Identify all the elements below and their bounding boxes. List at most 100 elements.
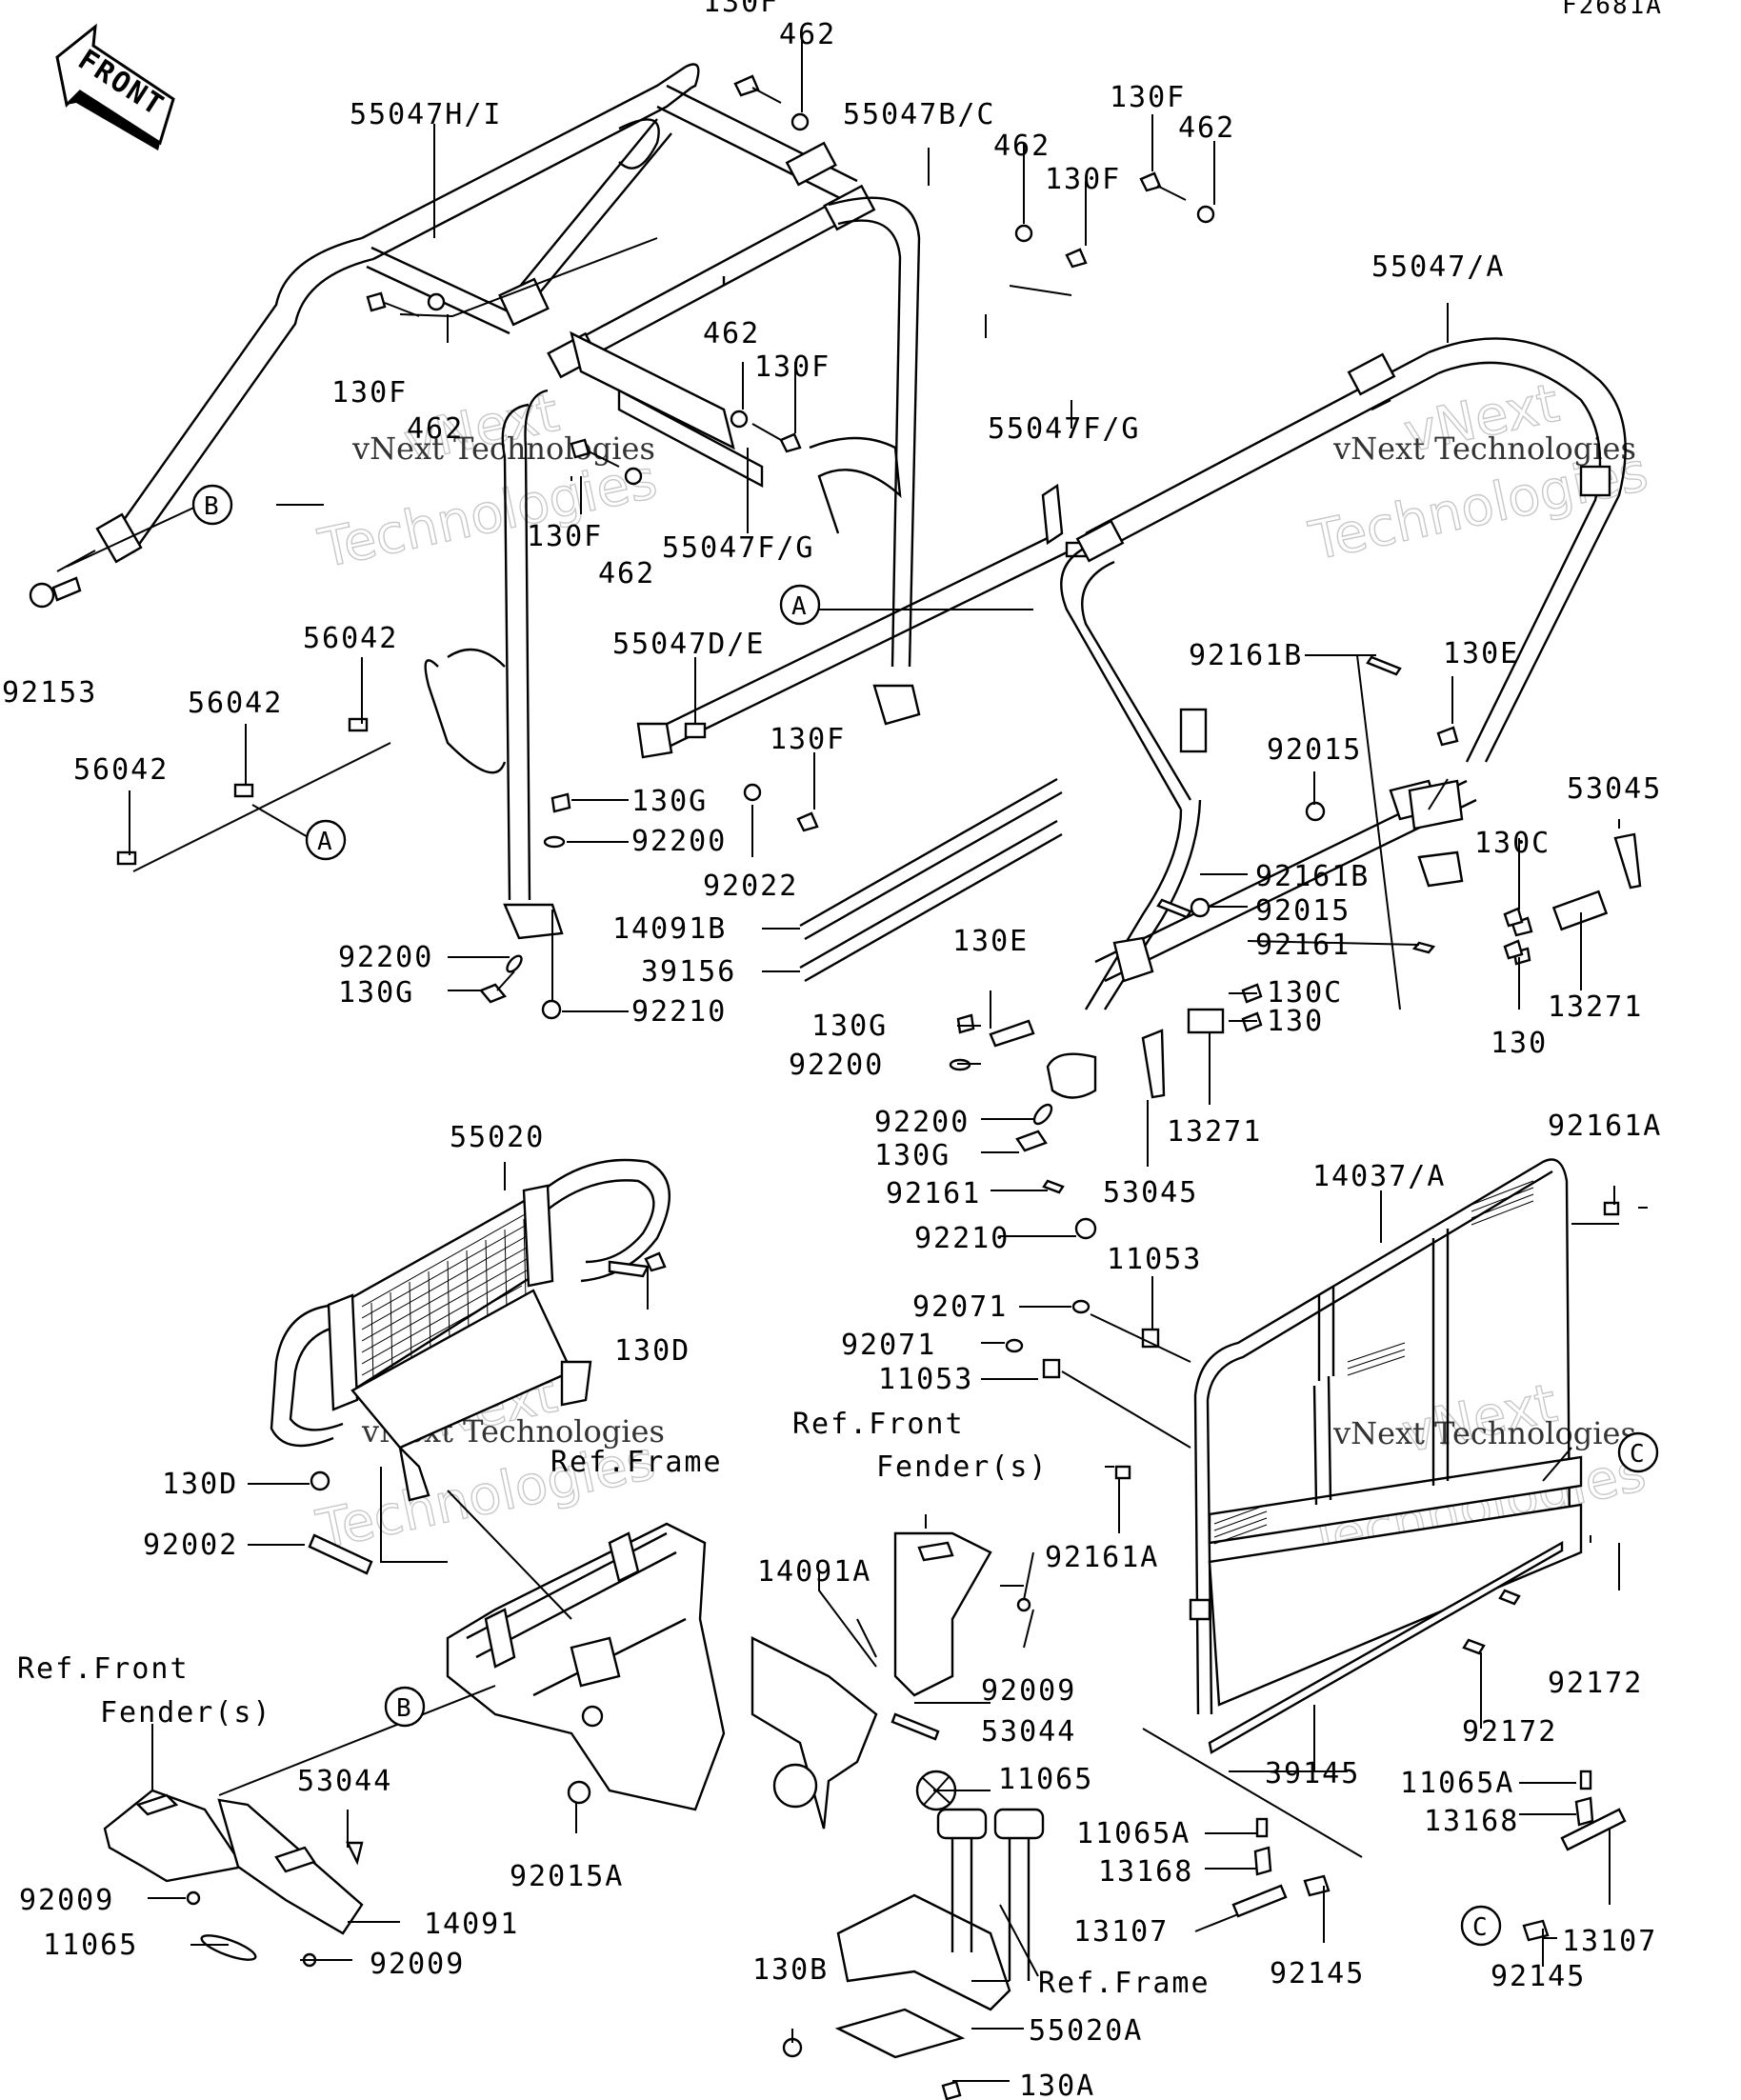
label-92015-b: 92015 <box>1255 894 1351 928</box>
label-92071-b: 92071 <box>841 1329 936 1362</box>
label-462-top: 462 <box>779 18 836 51</box>
label-92200-c: 92200 <box>789 1049 884 1082</box>
label-130G-d: 130G <box>874 1139 951 1172</box>
label-39145: 39145 <box>1265 1757 1360 1790</box>
label-462-a: 462 <box>1178 111 1235 145</box>
label-130B: 130B <box>752 1953 829 1987</box>
ref-frame-a: Ref.Frame <box>550 1446 723 1479</box>
label-130C-a: 130C <box>1474 827 1551 860</box>
label-130F-d: 130F <box>754 350 830 384</box>
watermark-text-2: vNext Technologies <box>1332 430 1636 467</box>
label-92145-b: 92145 <box>1491 1960 1586 1993</box>
label-13168-a: 13168 <box>1424 1805 1519 1838</box>
label-56042-a: 56042 <box>303 622 398 655</box>
label-92210-b: 92210 <box>914 1222 1010 1255</box>
label-130D-b: 130D <box>162 1468 238 1501</box>
label-130F-a: 130F <box>1110 81 1186 114</box>
label-92172-a: 92172 <box>1548 1667 1643 1700</box>
label-92172-b: 92172 <box>1462 1715 1557 1749</box>
label-92145-a: 92145 <box>1270 1957 1365 1990</box>
label-92210-a: 92210 <box>631 995 727 1029</box>
label-130F-c: 130F <box>331 376 408 410</box>
label-13271-a: 13271 <box>1548 990 1643 1024</box>
label-11065-a: 11065 <box>998 1763 1093 1796</box>
callout-C-bottom: C <box>1472 1913 1490 1942</box>
label-92009-b: 92009 <box>19 1884 114 1917</box>
label-92161-b: 92161 <box>886 1177 981 1210</box>
label-55047DE: 55047D/E <box>612 628 766 661</box>
label-92022: 92022 <box>703 870 798 903</box>
watermark-text-4: vNext Technologies <box>1332 1415 1636 1451</box>
roll-cage-front <box>56 63 1091 940</box>
callouts <box>191 484 1659 1947</box>
label-130E-a: 130E <box>1443 637 1519 670</box>
callout-A-left: A <box>317 828 334 856</box>
label-14091: 14091 <box>424 1908 519 1941</box>
label-53044-a: 53044 <box>981 1715 1076 1749</box>
label-53044-b: 53044 <box>297 1765 392 1798</box>
label-92200-a: 92200 <box>631 825 727 858</box>
label-14037A: 14037/A <box>1312 1160 1446 1193</box>
label-130F-b: 130F <box>1045 163 1121 196</box>
ref-front-fender-b-line1: Ref.Front <box>17 1652 190 1686</box>
callout-B-bottom: B <box>396 1694 413 1723</box>
label-130D-a: 130D <box>614 1334 690 1368</box>
ref-frame-b: Ref.Frame <box>1038 1967 1211 2000</box>
label-13271-b: 13271 <box>1167 1115 1262 1149</box>
label-92161A-b: 92161A <box>1045 1541 1159 1574</box>
label-92009-c: 92009 <box>370 1948 465 1981</box>
label-53045-a: 53045 <box>1567 772 1662 806</box>
label-39156: 39156 <box>641 955 736 989</box>
label-130-a: 130 <box>1491 1027 1548 1060</box>
label-130E-b: 130E <box>952 925 1029 958</box>
front-bumper-55020 <box>270 1158 671 1575</box>
label-130F-f: 130F <box>770 723 846 756</box>
rear-hitch-55020a <box>782 1808 1045 2100</box>
label-13107-a: 13107 <box>1073 1915 1169 1949</box>
label-92161A-a: 92161A <box>1548 1110 1662 1143</box>
label-55047FG-b: 55047F/G <box>662 531 815 565</box>
ref-front-fender-a-line2: Fender(s) <box>876 1450 1049 1484</box>
label-13107-b: 13107 <box>1562 1925 1657 1958</box>
label-130G-c: 130G <box>811 1010 888 1043</box>
label-56042-b: 56042 <box>188 687 283 720</box>
label-130G-b: 130G <box>338 976 414 1010</box>
ref-front-fender-a-line1: Ref.Front <box>792 1408 965 1441</box>
label-92161B-a: 92161B <box>1189 639 1303 672</box>
label-55047HI: 55047H/I <box>350 98 503 131</box>
label-130-b: 130 <box>1267 1005 1324 1038</box>
roll-cage-rear <box>1046 337 1627 1099</box>
label-92200-b: 92200 <box>338 941 433 974</box>
fender-plates <box>103 1531 1031 1968</box>
label-92009-a: 92009 <box>981 1674 1076 1708</box>
label-462-c: 462 <box>407 412 464 446</box>
label-130F-top: 130F <box>703 0 779 19</box>
label-462-b: 462 <box>993 130 1051 163</box>
part-labels: 130F 462 55047H/I 55047B/C 130F 462 462 … <box>2 0 1662 2100</box>
label-14091B: 14091B <box>612 912 727 946</box>
label-11065A-b: 11065A <box>1076 1817 1191 1850</box>
label-130A: 130A <box>1019 2070 1095 2100</box>
callout-A-mid: A <box>791 592 809 621</box>
label-14091A: 14091A <box>757 1555 871 1589</box>
leader-lines <box>66 38 1648 2082</box>
label-56042-c: 56042 <box>73 753 169 787</box>
callout-C-right: C <box>1630 1440 1647 1469</box>
label-13168-b: 13168 <box>1098 1855 1193 1889</box>
label-55020: 55020 <box>450 1121 545 1154</box>
label-53045-b: 53045 <box>1103 1176 1198 1210</box>
label-11053-b: 11053 <box>878 1363 973 1396</box>
gate-vents <box>1213 1180 1534 1545</box>
label-130C-b: 130C <box>1267 976 1343 1010</box>
label-92153: 92153 <box>2 676 97 710</box>
label-462-d: 462 <box>703 317 760 350</box>
figure-code: F2681A <box>1562 0 1663 20</box>
label-92002: 92002 <box>143 1529 238 1562</box>
ref-front-fender-b-line2: Fender(s) <box>100 1696 272 1730</box>
label-92161-a: 92161 <box>1255 929 1351 962</box>
label-55047A: 55047/A <box>1371 250 1505 284</box>
label-55020A: 55020A <box>1029 2014 1143 2048</box>
bed-gate-14037 <box>1005 1158 1627 1942</box>
label-130G-a: 130G <box>631 785 708 818</box>
callout-B-top: B <box>204 492 221 521</box>
